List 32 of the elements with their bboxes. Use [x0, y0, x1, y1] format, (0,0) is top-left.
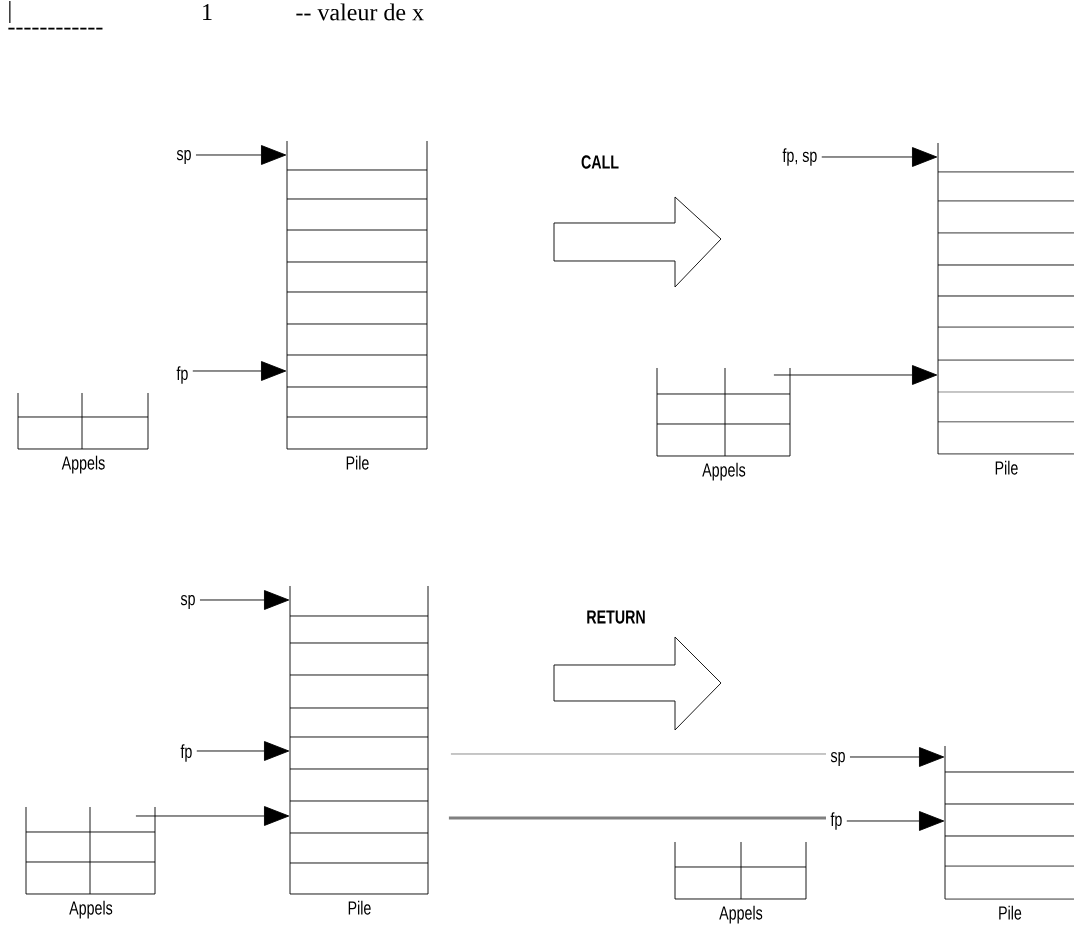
- code-text: 1: [203, 4, 212, 20]
- code-text: -- valeur de x: [296, 3, 424, 21]
- table: Appels: [656, 367, 791, 481]
- arrow: [773, 365, 938, 385]
- stack: Pile: [286, 140, 428, 470]
- pointer-label: sp: [830, 751, 845, 767]
- operation-label: RETURN: [587, 610, 645, 624]
- operation-label: CALL: [581, 155, 619, 169]
- arrow: [821, 147, 938, 167]
- table: Appels: [25, 806, 156, 919]
- pointer-label: fp: [180, 744, 192, 762]
- arrow: [199, 590, 290, 610]
- pointer-label: fp: [830, 812, 842, 830]
- arrow: [849, 747, 945, 767]
- connector-line: [448, 816, 826, 820]
- table: Appels: [674, 841, 807, 924]
- pointer-label: fp: [176, 366, 188, 384]
- connector-line: [450, 753, 827, 755]
- arrow: [195, 145, 287, 165]
- code-text: |: [9, 1, 11, 23]
- arrow: [192, 361, 287, 381]
- pointer-label: sp: [180, 594, 195, 610]
- stack: Pile: [944, 745, 1074, 920]
- arrow: [135, 806, 290, 826]
- arrow: [846, 811, 945, 831]
- arrow: [196, 741, 290, 761]
- pointer-label: sp: [176, 149, 191, 165]
- code-text: ------------: [8, 27, 103, 30]
- stack: Pile: [289, 585, 429, 915]
- pointer-label: fp, sp: [782, 148, 817, 166]
- table: Appels: [17, 392, 149, 474]
- stack: Pile: [937, 142, 1074, 475]
